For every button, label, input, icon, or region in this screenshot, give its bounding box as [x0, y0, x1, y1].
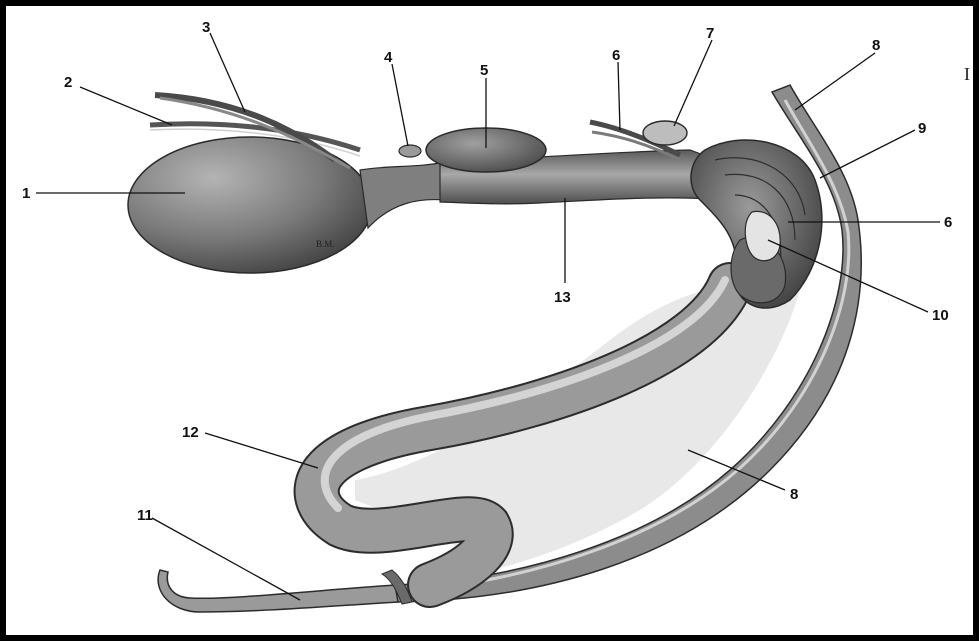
label-6-top: 6 — [612, 47, 620, 64]
label-13: 13 — [554, 289, 571, 306]
label-1: 1 — [22, 185, 30, 202]
small-nodule — [399, 145, 421, 157]
small-ball — [643, 121, 687, 145]
signature: B.M. — [316, 239, 335, 249]
edge-mark: I — [964, 64, 970, 84]
label-5: 5 — [480, 62, 488, 79]
label-8-top: 8 — [872, 37, 880, 54]
label-8-bottom: 8 — [790, 486, 798, 503]
label-9: 9 — [918, 120, 926, 137]
label-6-right: 6 — [944, 214, 952, 231]
label-10: 10 — [932, 307, 949, 324]
label-11: 11 — [137, 507, 153, 524]
label-3: 3 — [202, 19, 210, 36]
label-7: 7 — [706, 25, 714, 42]
label-2: 2 — [64, 74, 72, 91]
label-12: 12 — [182, 424, 199, 441]
label-4: 4 — [384, 49, 393, 66]
